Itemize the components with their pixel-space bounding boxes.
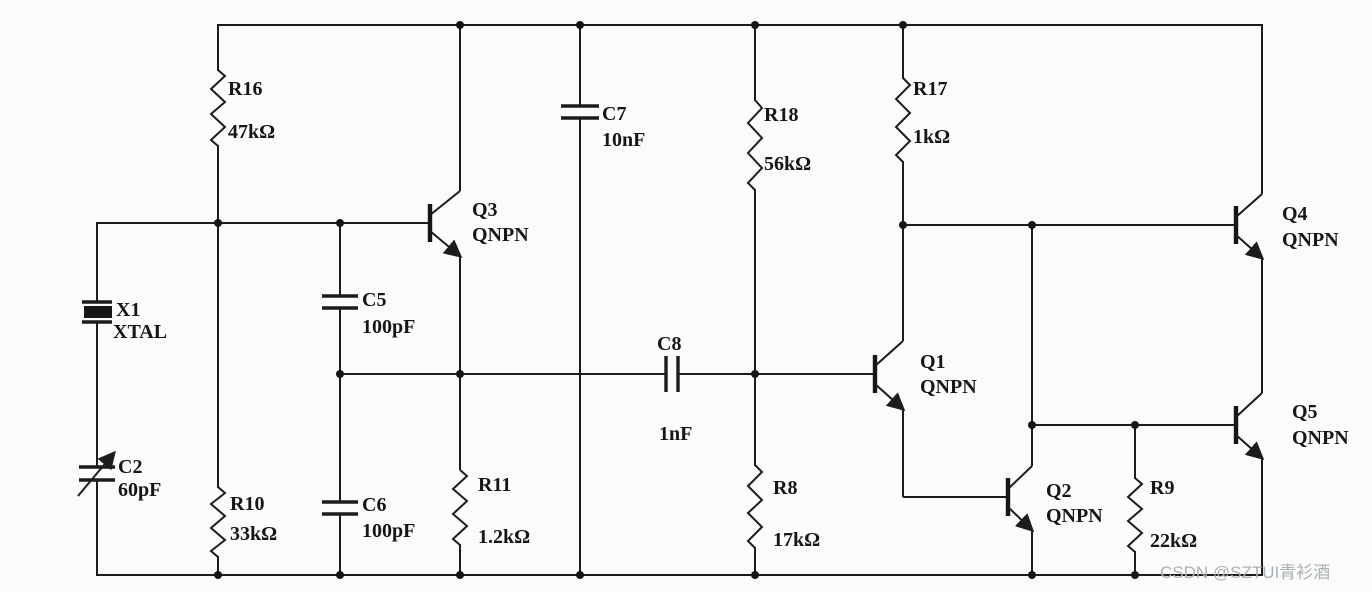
- capacitor-c6-value: 100pF: [362, 520, 415, 542]
- capacitor-c7-value: 10nF: [602, 129, 645, 151]
- capacitor-c2-variable: C2 60pF: [77, 450, 161, 501]
- junction-dot: [456, 370, 464, 378]
- junction-dot: [751, 21, 759, 29]
- resistor-r18: R18 56kΩ: [746, 99, 811, 191]
- junction-dots: [214, 21, 1139, 579]
- capacitor-c6: C6 100pF: [322, 494, 415, 542]
- resistor-r18-symbol: [746, 99, 764, 191]
- junction-dot: [1131, 421, 1139, 429]
- junction-dot: [336, 370, 344, 378]
- junction-dot: [751, 370, 759, 378]
- transistor-q1-ref: Q1: [920, 351, 946, 373]
- junction-dot: [899, 221, 907, 229]
- resistor-r18-value: 56kΩ: [764, 153, 811, 175]
- resistor-r17-ref: R17: [913, 78, 947, 100]
- transistor-q2-ref: Q2: [1046, 480, 1072, 502]
- resistor-r9: R9 22kΩ: [1126, 477, 1197, 553]
- capacitor-c6-ref: C6: [362, 494, 386, 516]
- capacitor-c8-ref: C8: [657, 333, 681, 355]
- transistor-q2: Q2 QNPN: [1005, 425, 1103, 575]
- capacitor-c2-value: 60pF: [118, 479, 161, 501]
- capacitor-c5-value: 100pF: [362, 316, 415, 338]
- transistor-q4-ref: Q4: [1282, 203, 1308, 225]
- transistor-q1-model: QNPN: [920, 376, 977, 398]
- junction-dot: [336, 571, 344, 579]
- resistor-r9-value: 22kΩ: [1150, 530, 1197, 552]
- resistor-r16-ref: R16: [228, 78, 262, 100]
- capacitor-c5: C5 100pF: [322, 289, 415, 338]
- transistor-q1-collector-diag: [874, 340, 904, 367]
- junction-dot: [1131, 571, 1139, 579]
- resistor-r17-symbol: [894, 77, 912, 163]
- transistor-q4: Q4 QNPN: [1233, 25, 1339, 393]
- capacitor-c7: C7 10nF: [561, 103, 645, 151]
- resistor-r9-symbol: [1126, 477, 1144, 553]
- crystal-x1-value: XTAL: [113, 321, 167, 343]
- resistor-r10: R10 33kΩ: [209, 486, 277, 558]
- resistor-r11-symbol: [451, 469, 469, 546]
- resistor-r8-ref: R8: [773, 477, 797, 499]
- transistor-q5: Q5 QNPN: [1233, 392, 1349, 575]
- junction-dot: [899, 21, 907, 29]
- resistor-r11-ref: R11: [478, 474, 511, 496]
- junction-dot: [456, 571, 464, 579]
- watermark-text: CSDN @SZTUI青衫酒: [1160, 563, 1330, 582]
- transistor-q5-emitter-diag: [1235, 434, 1265, 460]
- capacitor-c5-ref: C5: [362, 289, 386, 311]
- transistor-q5-collector-diag: [1235, 392, 1263, 418]
- resistor-r17-value: 1kΩ: [913, 126, 950, 148]
- crystal-x1: X1 XTAL: [82, 299, 167, 343]
- resistor-r10-ref: R10: [230, 493, 264, 515]
- transistor-q3-model: QNPN: [472, 224, 529, 246]
- resistor-r8: R8 17kΩ: [746, 464, 820, 551]
- capacitor-c2-variable-arrow: [77, 450, 116, 497]
- transistor-q2-emitter-diag: [1007, 506, 1035, 533]
- capacitor-c8: C8 1nF: [657, 333, 692, 445]
- capacitor-c8-value: 1nF: [659, 423, 692, 445]
- transistor-q4-collector-diag: [1235, 193, 1263, 218]
- junction-dot: [336, 219, 344, 227]
- junction-dot: [1028, 421, 1036, 429]
- crystal-x1-body: [84, 306, 112, 318]
- resistor-r16: R16 47kΩ: [209, 69, 275, 147]
- junction-dot: [1028, 571, 1036, 579]
- transistor-q1-emitter-diag: [874, 383, 906, 411]
- transistor-q4-model: QNPN: [1282, 229, 1339, 251]
- transistor-q3-emitter-diag: [429, 230, 463, 258]
- capacitor-c2-ref: C2: [118, 456, 142, 478]
- transistor-q2-collector-diag: [1007, 465, 1033, 490]
- junction-dot: [576, 571, 584, 579]
- transistor-q3-ref: Q3: [472, 199, 498, 221]
- resistor-r16-value: 47kΩ: [228, 121, 275, 143]
- transistor-q5-model: QNPN: [1292, 427, 1349, 449]
- junction-dot: [751, 571, 759, 579]
- transistor-q2-model: QNPN: [1046, 505, 1103, 527]
- capacitor-c7-ref: C7: [602, 103, 626, 125]
- transistor-q4-emitter-diag: [1235, 234, 1265, 260]
- resistor-r9-ref: R9: [1150, 477, 1174, 499]
- resistor-r10-value: 33kΩ: [230, 523, 277, 545]
- resistor-r11: R11 1.2kΩ: [451, 469, 530, 548]
- resistor-r11-value: 1.2kΩ: [478, 526, 530, 548]
- transistor-q1: Q1 QNPN: [872, 225, 1008, 498]
- transistor-q3: Q3 QNPN: [427, 25, 529, 470]
- junction-dot: [456, 21, 464, 29]
- resistor-r18-ref: R18: [764, 104, 798, 126]
- transistor-q5-ref: Q5: [1292, 401, 1318, 423]
- junction-dot: [1028, 221, 1036, 229]
- junction-dot: [576, 21, 584, 29]
- resistor-r8-symbol: [746, 464, 764, 549]
- resistor-r17: R17 1kΩ: [894, 77, 950, 163]
- junction-dot: [214, 219, 222, 227]
- wire-net: [96, 24, 1263, 576]
- transistor-q3-collector-diag: [429, 190, 461, 216]
- crystal-x1-ref: X1: [116, 299, 140, 321]
- junction-dot: [214, 571, 222, 579]
- resistor-r8-value: 17kΩ: [773, 529, 820, 551]
- resistor-r10-symbol: [209, 486, 227, 558]
- resistor-r16-symbol: [209, 69, 227, 147]
